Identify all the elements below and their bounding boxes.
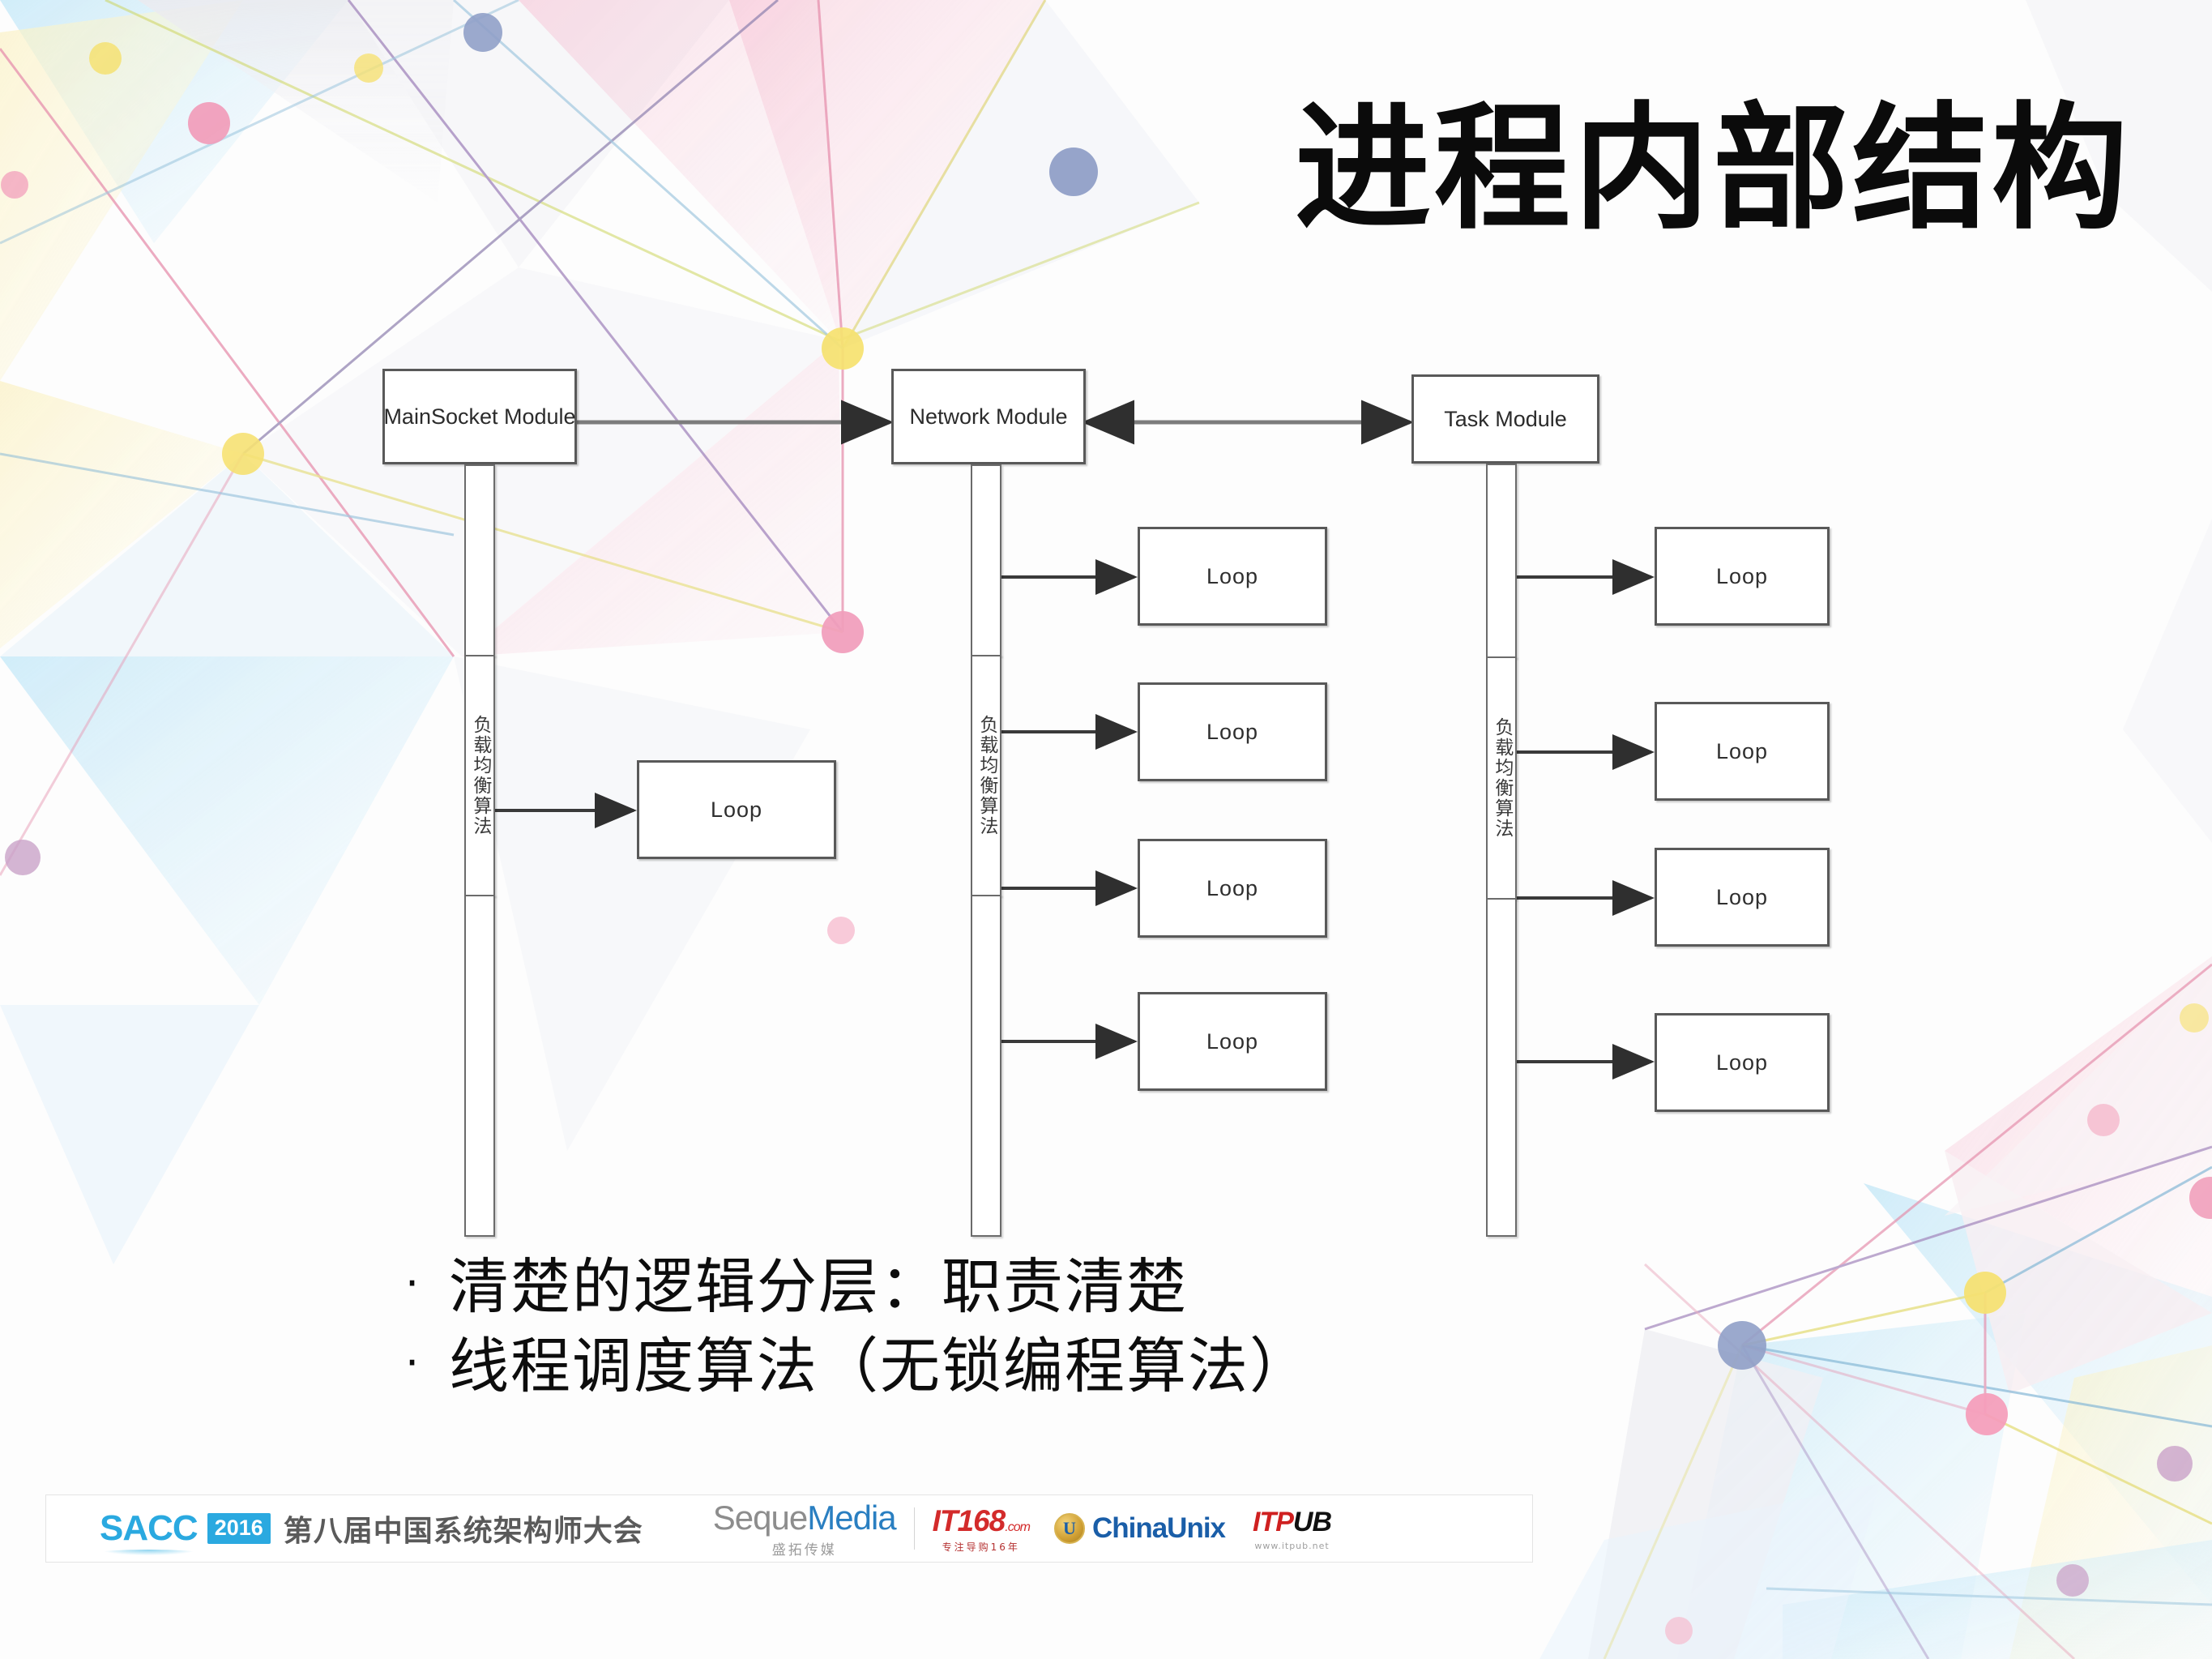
itpub-url: www.itpub.net (1254, 1540, 1330, 1551)
chinaunix-wordmark: ChinaUnix (1091, 1512, 1226, 1544)
it168-tagline: 专注导购16年 (942, 1541, 1020, 1553)
slide-title: 进程内部结构 (1295, 89, 2131, 248)
itpub-wordmark: ITPUB (1253, 1506, 1332, 1538)
module-label-task: Task Module (1444, 406, 1567, 431)
lifeline-mainsocket-top (464, 464, 495, 656)
lifeline-network-balancer: 负载均衡算法 (971, 655, 1001, 896)
sacc-wordmark: SACC (100, 1508, 199, 1555)
module-label-mainsocket: MainSocket Module (383, 404, 576, 429)
sequemedia-logo: SequeMedia 盛拓传媒 (712, 1499, 897, 1559)
process-internal-structure-diagram: MainSocket Module 负载均衡算法 Loop Network Mo… (382, 369, 1830, 1237)
sacc-logo: SACC 2016 第八届中国系统架构师大会 (100, 1507, 643, 1555)
loop-box-task-1[interactable]: Loop (1655, 527, 1830, 626)
module-box-mainsocket[interactable]: MainSocket Module (382, 369, 577, 464)
sacc-swoosh-icon (101, 1550, 196, 1555)
logo-divider (913, 1507, 915, 1550)
loop-label: Loop (1715, 738, 1769, 763)
bullet-marker-icon: · (405, 1258, 421, 1309)
loop-label: Loop (1206, 563, 1259, 588)
lifeline-mainsocket-balancer: 负载均衡算法 (464, 655, 495, 896)
loop-label: Loop (1715, 1050, 1769, 1075)
it168-logo: IT168.com 专注导购16年 (932, 1503, 1031, 1554)
bullet-item-2: · 线程调度算法（无锁编程算法） (405, 1328, 1311, 1407)
chinaunix-logo: U ChinaUnix (1053, 1512, 1226, 1545)
sequemedia-part2: Media (807, 1499, 896, 1537)
loop-label: Loop (1206, 875, 1259, 900)
sequemedia-part1: Seque (712, 1499, 808, 1537)
load-balance-label-task: 负载均衡算法 (1491, 717, 1513, 839)
bullet-text-2: 线程调度算法（无锁编程算法） (449, 1331, 1311, 1401)
sequemedia-wordmark: SequeMedia (712, 1499, 897, 1537)
chinaunix-seal-icon: U (1053, 1513, 1085, 1544)
lifeline-mainsocket-bottom (464, 895, 495, 1237)
lifeline-task-balancer: 负载均衡算法 (1486, 656, 1517, 900)
bullet-list: · 清楚的逻辑分层：职责清楚 · 线程调度算法（无锁编程算法） (405, 1248, 1311, 1406)
loop-box-task-3[interactable]: Loop (1655, 848, 1830, 947)
loop-label: Loop (1715, 563, 1769, 588)
module-box-network[interactable]: Network Module (891, 369, 1086, 464)
module-label-network: Network Module (909, 404, 1068, 429)
loop-box-task-2[interactable]: Loop (1655, 702, 1830, 801)
lifeline-task-bottom (1486, 898, 1517, 1237)
loop-box-network-4[interactable]: Loop (1138, 992, 1327, 1091)
sacc-chinese-name: 第八届中国系统架构师大会 (283, 1515, 643, 1548)
loop-label: Loop (1715, 884, 1769, 909)
loop-box-task-4[interactable]: Loop (1655, 1013, 1830, 1112)
sacc-year-badge: 2016 (207, 1513, 271, 1544)
loop-label: Loop (1206, 1028, 1259, 1054)
diagram-connectors (486, 400, 1655, 1080)
itpub-ub: UB (1292, 1506, 1332, 1537)
itpub-it: IT (1253, 1506, 1276, 1537)
loop-label: Loop (1206, 719, 1259, 744)
loop-box-mainsocket-1[interactable]: Loop (637, 760, 836, 859)
load-balance-label-mainsocket: 负载均衡算法 (469, 715, 491, 836)
lifeline-network-top (971, 464, 1001, 656)
itpub-p: P (1275, 1506, 1294, 1537)
it168-name: IT168 (932, 1503, 1006, 1537)
module-box-task[interactable]: Task Module (1411, 374, 1599, 464)
load-balance-label-network: 负载均衡算法 (976, 715, 997, 836)
loop-box-network-1[interactable]: Loop (1138, 527, 1327, 626)
bullet-item-1: · 清楚的逻辑分层：职责清楚 (405, 1248, 1311, 1328)
sequemedia-chinese-name: 盛拓传媒 (771, 1542, 837, 1559)
loop-box-network-3[interactable]: Loop (1138, 839, 1327, 938)
bullet-text-1: 清楚的逻辑分层：职责清楚 (449, 1252, 1188, 1322)
lifeline-network-bottom (971, 895, 1001, 1237)
sponsor-footer-bar: SACC 2016 第八届中国系统架构师大会 SequeMedia 盛拓传媒 I… (45, 1494, 1533, 1563)
bullet-marker-icon: · (405, 1336, 421, 1388)
it168-domain: .com (1005, 1520, 1031, 1534)
it168-wordmark: IT168.com (932, 1503, 1031, 1538)
lifeline-task-top (1486, 464, 1517, 658)
loop-label: Loop (710, 797, 763, 822)
itpub-logo: ITPUB www.itpub.net (1253, 1506, 1332, 1551)
loop-box-network-2[interactable]: Loop (1138, 682, 1327, 781)
sponsor-logos: SequeMedia 盛拓传媒 IT168.com 专注导购16年 U Chin… (712, 1499, 1332, 1559)
